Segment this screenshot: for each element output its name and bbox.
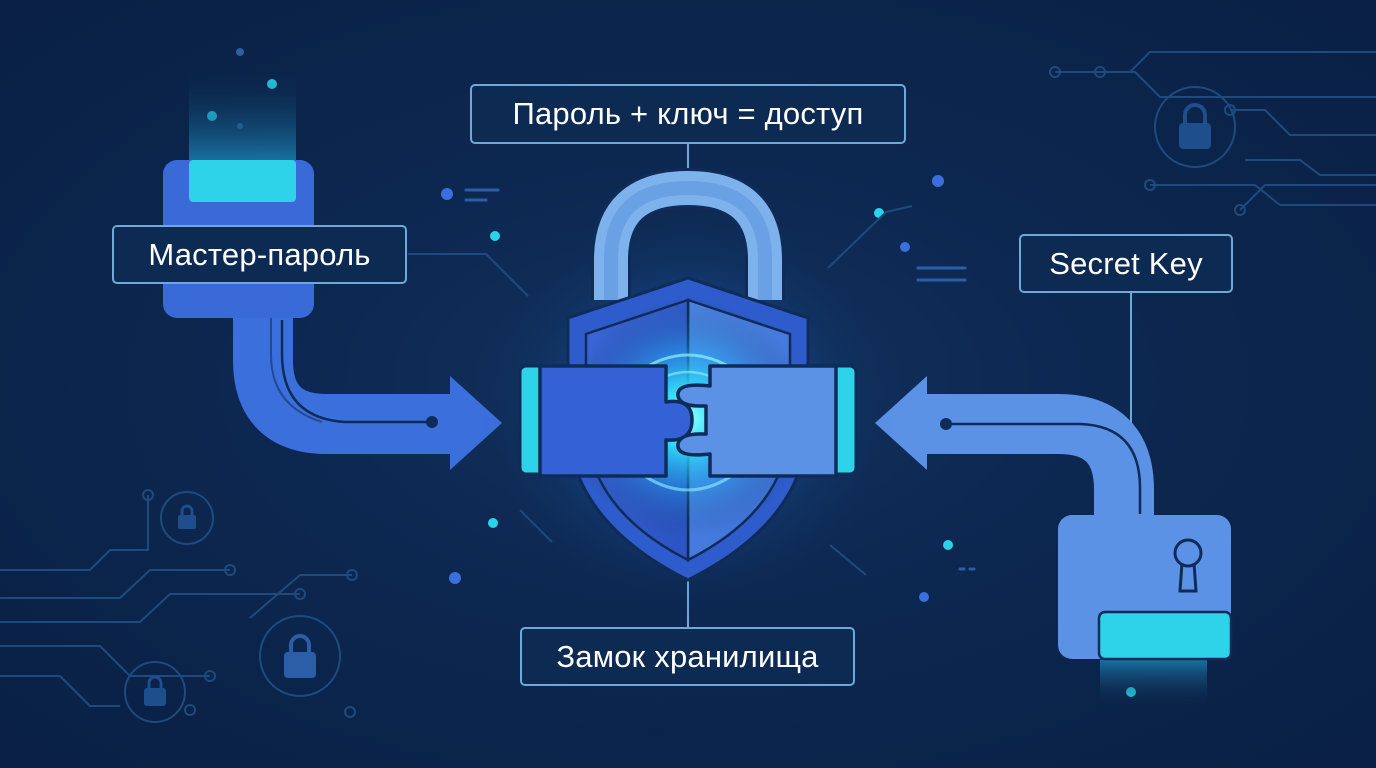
puzzle-piece-right-icon	[676, 364, 858, 478]
decorative-dashes	[464, 188, 976, 571]
small-lock-icon	[259, 615, 341, 697]
puzzle-piece-left-icon	[518, 364, 694, 478]
circuit-lines-top-right	[1049, 51, 1376, 216]
circuit-lines-bottom-left	[0, 489, 358, 718]
secret-key-padlock-icon	[1058, 515, 1233, 708]
arrow-left-icon	[875, 376, 1154, 516]
master-password-label: Мастер-пароль	[112, 225, 407, 284]
small-lock-icon	[1154, 86, 1236, 168]
vault-lock-label: Замок хранилища	[520, 627, 855, 686]
small-lock-icon	[160, 491, 214, 545]
small-lock-icon	[124, 661, 186, 723]
secret-key-label: Secret Key	[1019, 234, 1233, 293]
arrow-right-icon	[233, 318, 502, 470]
access-formula-label: Пароль + ключ = доступ	[470, 84, 906, 144]
